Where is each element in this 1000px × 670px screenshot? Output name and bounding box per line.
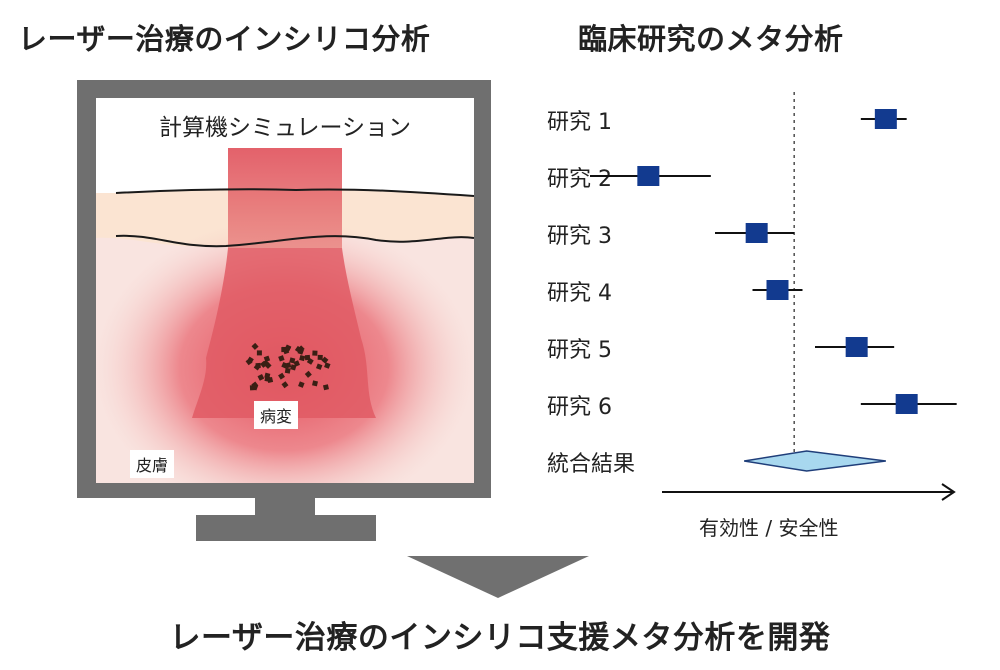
lesion-particles xyxy=(245,342,331,391)
lesion-particle xyxy=(317,354,323,360)
study-label: 研究 5 xyxy=(547,338,612,363)
laser-simulation-graphic xyxy=(96,98,474,483)
study-estimate-marker xyxy=(766,280,789,300)
lesion-particle xyxy=(262,359,270,367)
study-estimate-marker xyxy=(874,109,897,129)
lesion-particle xyxy=(304,370,312,378)
study-label: 研究 3 xyxy=(547,224,612,249)
ablation-zone xyxy=(192,248,376,418)
dermis-boundary-line xyxy=(115,234,474,248)
lesion-particle xyxy=(312,350,318,356)
study-estimate-marker xyxy=(745,223,768,243)
study-label: 研究 2 xyxy=(547,167,612,192)
study-label: 研究 6 xyxy=(547,395,612,420)
monitor-base xyxy=(196,515,376,541)
lesion-particle xyxy=(284,367,291,374)
lesion-particle xyxy=(281,362,288,369)
simulation-screen xyxy=(96,98,474,483)
laser-beam xyxy=(228,148,342,248)
lesion-particle xyxy=(251,383,259,391)
lesion-particle xyxy=(290,364,297,371)
lesion-particle xyxy=(278,372,285,380)
lesion-particle xyxy=(312,380,319,387)
lesion-particle xyxy=(267,376,274,383)
lesion-particle xyxy=(289,357,296,364)
lesion-particle xyxy=(251,342,259,350)
lesion-particle xyxy=(299,355,306,362)
x-axis-arrowhead xyxy=(941,483,956,501)
lesion-particle xyxy=(298,381,305,388)
pooled-label: 統合結果 xyxy=(547,452,636,477)
right-section-title: 臨床研究のメタ分析 xyxy=(578,22,844,56)
lesion-particle xyxy=(278,355,285,362)
skin-surface-line xyxy=(115,188,474,197)
simulation-title: 計算機シミュレーション xyxy=(158,115,412,141)
left-section-title: レーザー治療のインシリコ分析 xyxy=(18,22,431,56)
study-estimate-marker xyxy=(637,166,660,186)
lesion-particle xyxy=(281,381,289,389)
lesion-particle xyxy=(293,360,300,367)
lesion-label: 病変 xyxy=(254,401,299,429)
lesion-particle xyxy=(322,384,329,391)
study-label: 研究 4 xyxy=(547,281,612,306)
monitor-neck xyxy=(255,498,315,516)
lesion-particle xyxy=(263,355,271,362)
lesion-particle xyxy=(324,362,331,369)
pooled-estimate-diamond xyxy=(744,450,886,472)
lesion-particle xyxy=(294,345,302,353)
lesion-particle xyxy=(253,363,261,371)
lesion-particle xyxy=(256,350,262,356)
lesion-particle xyxy=(284,344,292,352)
lesion-particle xyxy=(304,354,311,361)
down-arrow xyxy=(407,556,589,598)
lesion-particle xyxy=(245,358,253,366)
lesion-particle xyxy=(315,363,323,370)
conclusion-title: レーザー治療のインシリコ支援メタ分析を開発 xyxy=(169,620,831,656)
lesion-particle xyxy=(257,373,265,381)
x-axis-label: 有効性 / 安全性 xyxy=(699,516,839,540)
skin-label: 皮膚 xyxy=(130,450,175,478)
study-estimate-marker xyxy=(895,394,918,414)
lesion-particle xyxy=(321,356,329,364)
study-label: 研究 1 xyxy=(547,110,612,135)
study-estimate-marker xyxy=(845,337,868,357)
